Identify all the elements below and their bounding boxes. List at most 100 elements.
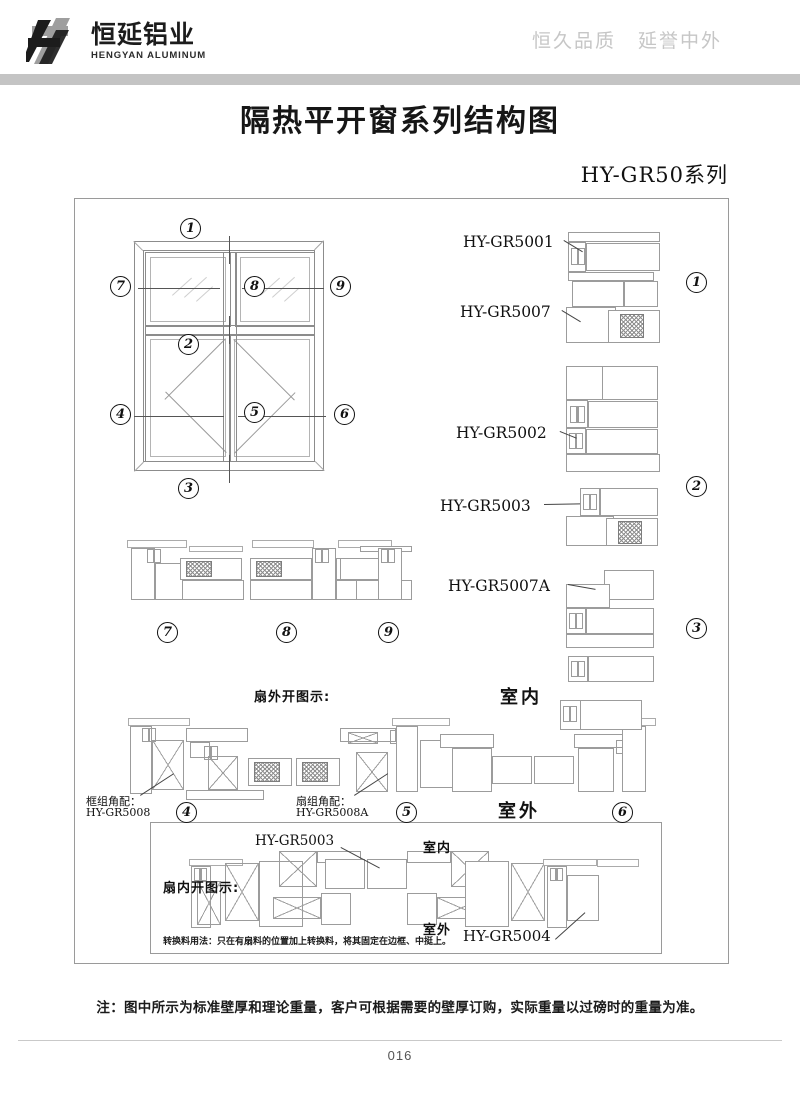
profile-x-box bbox=[356, 752, 388, 792]
profile-connector bbox=[142, 728, 156, 742]
profile-seg bbox=[367, 859, 407, 889]
outdoor-label-outward: 室外 bbox=[498, 801, 540, 822]
inward-part-code-top: HY-GR5003 bbox=[255, 833, 335, 849]
profile-seg bbox=[597, 859, 639, 867]
inward-section-box: 扇内开图示: HY-GR5003 室内 室外 HY-GR5004 转换料用法：只… bbox=[150, 822, 662, 954]
profile-connector bbox=[550, 868, 563, 881]
profile-seg bbox=[600, 488, 658, 516]
window-sash-right bbox=[229, 334, 315, 462]
profile-seg bbox=[127, 540, 187, 548]
profile-seg bbox=[586, 429, 658, 454]
mid-callout-8: 8 bbox=[276, 622, 297, 643]
mid-callout-9: 9 bbox=[378, 622, 399, 643]
pane-glazing-bead bbox=[150, 257, 226, 322]
thermal-break-hatch bbox=[618, 521, 642, 544]
series-label: HY-GR50系列 bbox=[580, 163, 728, 187]
outward-callout-6: 6 bbox=[612, 802, 633, 823]
thermal-break-hatch bbox=[186, 561, 212, 577]
thermal-break-hatch bbox=[620, 314, 644, 338]
tagline-right: 延誉中外 bbox=[637, 30, 722, 52]
profile-x-box bbox=[511, 863, 545, 921]
profile-seg bbox=[321, 893, 351, 925]
outdoor-label-inward: 室外 bbox=[423, 923, 452, 938]
profile-seg bbox=[186, 790, 264, 800]
profile-seg bbox=[568, 232, 660, 242]
inward-part-code-bottom: HY-GR5004 bbox=[463, 927, 551, 945]
profile-seg bbox=[131, 548, 155, 600]
profile-seg bbox=[189, 546, 243, 552]
profile-seg bbox=[580, 700, 642, 730]
leader-line bbox=[229, 236, 230, 264]
profile-seg bbox=[182, 580, 244, 600]
profile-connector bbox=[569, 613, 583, 629]
profile-group-callout-3: 3 bbox=[686, 618, 707, 639]
pane-glazing-bead bbox=[240, 257, 310, 322]
profile-connector bbox=[315, 549, 329, 563]
brand-name-cn: 恒延铝业 bbox=[91, 19, 196, 49]
indoor-label-outward: 室内 bbox=[500, 687, 542, 708]
profile-connector bbox=[563, 706, 577, 722]
leader-line bbox=[242, 288, 324, 289]
profile-seg bbox=[578, 748, 614, 792]
profile-connector bbox=[147, 549, 161, 563]
profile-seg bbox=[566, 454, 660, 472]
thermal-break-hatch bbox=[256, 561, 282, 577]
profile-x-box bbox=[208, 756, 238, 790]
tagline-left: 恒久品质 bbox=[531, 30, 616, 52]
profile-seg bbox=[568, 272, 654, 281]
profile-connector bbox=[381, 549, 395, 563]
profile-seg bbox=[452, 748, 492, 792]
profile-seg bbox=[407, 851, 451, 863]
callout-4: 4 bbox=[110, 404, 131, 425]
profile-seg bbox=[312, 548, 336, 600]
profile-seg bbox=[420, 740, 454, 788]
callout-5: 5 bbox=[244, 402, 265, 423]
conversion-note: 转换料用法：只在有扇料的位置加上转换料，将其固定在边框、中挺上。 bbox=[163, 937, 452, 947]
profile-seg bbox=[566, 634, 654, 648]
profile-seg bbox=[604, 570, 654, 600]
window-pane-top-right bbox=[235, 252, 315, 327]
profile-seg bbox=[325, 859, 365, 889]
profile-seg bbox=[492, 756, 532, 784]
profile-seg bbox=[624, 281, 658, 307]
leader-line bbox=[138, 288, 220, 289]
profile-seg bbox=[407, 893, 437, 925]
callout-6: 6 bbox=[334, 404, 355, 425]
profile-group-callout-2: 2 bbox=[686, 476, 707, 497]
profile-x-box bbox=[197, 881, 221, 925]
page-title: 隔热平开窗系列结构图 bbox=[240, 104, 560, 139]
page-header: 恒延铝业 HENGYAN ALUMINUM 恒久品质延誉中外 bbox=[0, 0, 800, 74]
window-mullion bbox=[223, 252, 237, 462]
leader-line bbox=[229, 455, 230, 483]
part-code-hy-gr5001: HY-GR5001 bbox=[463, 233, 554, 251]
profile-connector bbox=[569, 433, 583, 449]
profile-seg bbox=[440, 734, 494, 748]
brand-tagline: 恒久品质延誉中外 bbox=[532, 26, 722, 53]
hengyan-h-monogram-icon bbox=[26, 16, 82, 66]
profile-connector bbox=[571, 661, 585, 677]
part-code-hy-gr5002: HY-GR5002 bbox=[456, 424, 547, 442]
profile-seg bbox=[622, 726, 646, 792]
part-code-hy-gr5007a: HY-GR5007A bbox=[448, 577, 550, 595]
profile-seg bbox=[250, 580, 312, 600]
profile-seg bbox=[465, 861, 509, 927]
thermal-break-hatch bbox=[302, 762, 328, 782]
sash-corner-label: 扇组角配： bbox=[296, 795, 351, 808]
frame-corner-code: HY-GR5008 bbox=[86, 806, 151, 819]
outward-section-heading: 扇外开图示: bbox=[254, 690, 331, 705]
frame-corner-label: 框组角配： bbox=[86, 795, 141, 808]
part-code-hy-gr5003: HY-GR5003 bbox=[440, 497, 531, 515]
profile-seg bbox=[572, 281, 624, 307]
profile-seg bbox=[586, 608, 654, 634]
profile-seg bbox=[602, 366, 658, 400]
profile-connector bbox=[583, 494, 597, 510]
callout-3: 3 bbox=[178, 478, 199, 499]
profile-seg bbox=[588, 401, 658, 428]
mid-callout-7: 7 bbox=[157, 622, 178, 643]
leader-line bbox=[238, 416, 326, 417]
outward-callout-4: 4 bbox=[176, 802, 197, 823]
profile-x-box bbox=[348, 732, 378, 744]
brand-logo: 恒延铝业 HENGYAN ALUMINUM bbox=[26, 16, 206, 66]
profile-x-box bbox=[225, 863, 259, 921]
profile-seg bbox=[588, 656, 654, 682]
